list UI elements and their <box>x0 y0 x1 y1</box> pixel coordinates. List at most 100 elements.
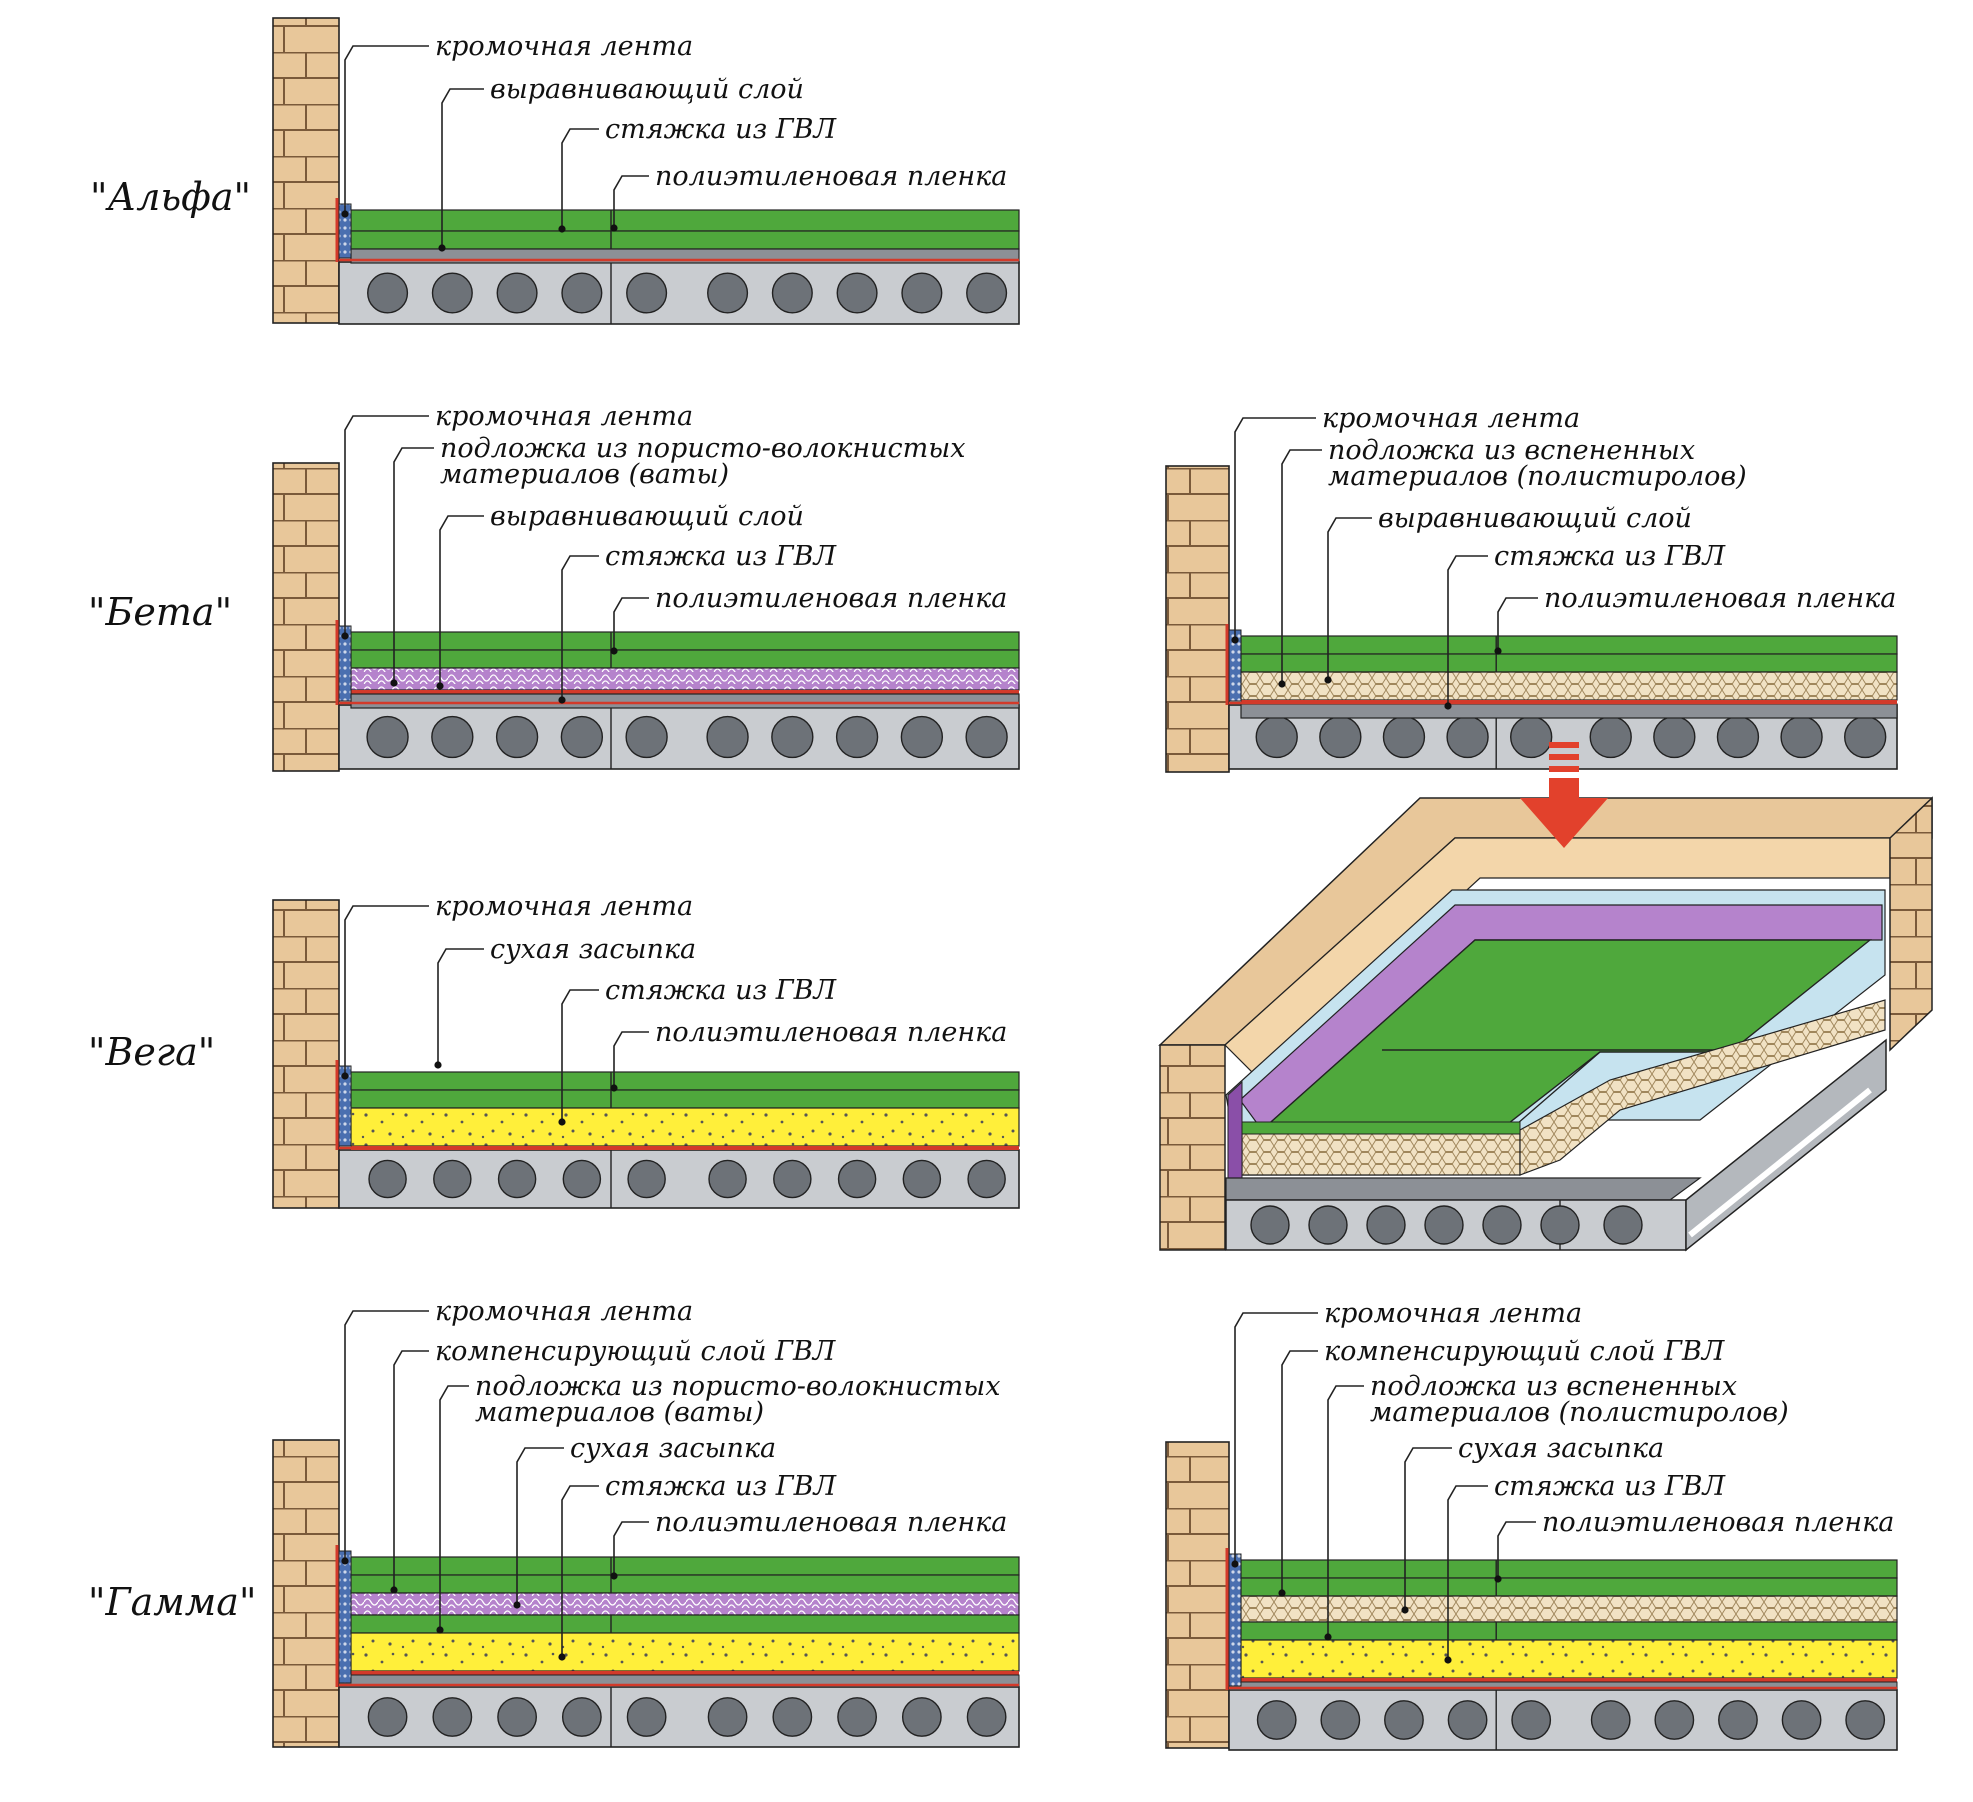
leader-line <box>1234 417 1316 640</box>
leader-line <box>516 1447 564 1605</box>
slab-hole <box>1424 1205 1464 1245</box>
slab-hole <box>901 272 943 314</box>
layer-sand <box>350 1632 1020 1672</box>
layer-gvl <box>350 631 1020 651</box>
leader-dot <box>436 1626 444 1634</box>
slab-hole <box>1603 1205 1643 1245</box>
slab-hole <box>900 715 944 759</box>
slab-hole <box>1255 715 1298 759</box>
layer-label: стяжка из ГВЛ <box>605 541 838 572</box>
layer-label: полиэтиленовая пленка <box>655 1017 1007 1048</box>
layer-label: материалов (ваты) <box>475 1397 764 1428</box>
slab-hole <box>1256 1700 1297 1740</box>
layer-gvl <box>350 649 1020 669</box>
slab-hole <box>497 1697 537 1737</box>
slab-hole <box>1320 1700 1361 1740</box>
leader-line <box>1281 1350 1318 1593</box>
layer-label: подложка из вспененных <box>1328 435 1695 466</box>
leader-line <box>1447 555 1488 706</box>
slab-hole <box>1844 715 1887 759</box>
slab-hole <box>561 1697 602 1737</box>
layer-gvl <box>350 1614 1020 1634</box>
leader-line <box>561 555 599 700</box>
layer-gvl <box>1240 1559 1898 1579</box>
brick-wall <box>1165 465 1230 773</box>
layer-label: подложка из пористо-волокнистых <box>440 433 965 464</box>
slab-hole <box>708 1159 747 1199</box>
slab-hole <box>966 272 1008 314</box>
slab-hole <box>966 1697 1007 1737</box>
slab-hole <box>773 1159 812 1199</box>
layer-film <box>351 690 1019 694</box>
layer-label: компенсирующий слой ГВЛ <box>435 1336 837 1367</box>
leader-line <box>613 1521 649 1576</box>
leader-line <box>437 948 484 1065</box>
layer-label: материалов (полистиролов) <box>1328 461 1747 492</box>
slab-hole <box>706 715 749 759</box>
slab-hole <box>901 1697 942 1737</box>
leader-dot <box>1231 636 1239 644</box>
diagram-title: "Бета" <box>88 590 232 634</box>
slab-hole <box>366 715 409 759</box>
layer-wool <box>350 1592 1020 1616</box>
brick-wall <box>1165 1441 1230 1749</box>
leader-dot <box>1401 1606 1409 1614</box>
slab-hole <box>1446 715 1489 759</box>
leader-line <box>439 515 484 686</box>
slab-hole <box>707 272 749 314</box>
slab-hole <box>1510 715 1553 759</box>
layer-gvl <box>350 1556 1020 1576</box>
layer-label: подложка из вспененных <box>1370 1371 1737 1402</box>
layer-label: стяжка из ГВЛ <box>1494 1471 1727 1502</box>
layer-screed <box>350 693 1020 709</box>
slab-hole <box>837 1697 877 1737</box>
slab-hole <box>1308 1205 1348 1245</box>
slab-hole <box>902 1159 942 1199</box>
leader-line <box>613 1031 649 1088</box>
leader-line <box>561 1485 599 1657</box>
layer-gvl <box>1240 653 1898 673</box>
leader-dot <box>1324 676 1332 684</box>
slab-hole <box>1382 715 1426 759</box>
slab-hole <box>1716 715 1760 759</box>
leader-dot <box>434 1061 442 1069</box>
leader-dot <box>610 1084 618 1092</box>
slab-hole <box>627 1159 666 1199</box>
layer-label: полиэтиленовая пленка <box>655 583 1007 614</box>
slab-hole <box>707 1697 748 1737</box>
leader-dot <box>390 679 398 687</box>
diagram-title: "Вега" <box>88 1030 215 1074</box>
slab-hole <box>562 1159 602 1199</box>
layer-gvl <box>1240 1577 1898 1597</box>
layer-label: сухая засыпка <box>1458 1433 1664 1464</box>
slab-hole <box>560 715 604 759</box>
slab-hole <box>837 1159 877 1199</box>
leader-dot <box>558 1653 566 1661</box>
leader-dot <box>513 1601 521 1609</box>
diagram-title: "Альфа" <box>90 175 251 219</box>
layer-gvl <box>350 1071 1020 1091</box>
slab-hole <box>772 1697 813 1737</box>
leader-dot <box>1278 1589 1286 1597</box>
diagram-title: "Гамма" <box>88 1580 256 1624</box>
slab-hole <box>1845 1700 1886 1740</box>
leader-line <box>561 989 599 1122</box>
leader-dot <box>1494 1575 1502 1583</box>
leader-line <box>393 447 434 683</box>
slab-hole <box>1250 1205 1290 1245</box>
layer-label: полиэтиленовая пленка <box>1542 1507 1894 1538</box>
leader-line <box>344 45 429 214</box>
layer-label: сухая засыпка <box>490 934 696 965</box>
layer-sand <box>350 1107 1020 1147</box>
layer-label: выравнивающий слой <box>490 74 804 105</box>
layer-label: сухая засыпка <box>570 1433 776 1464</box>
leader-dot <box>558 1118 566 1126</box>
edge-tape <box>1228 1553 1242 1687</box>
layer-label: материалов (полистиролов) <box>1370 1397 1789 1428</box>
layer-label: полиэтиленовая пленка <box>655 1507 1007 1538</box>
layer-sand <box>1240 1639 1898 1679</box>
